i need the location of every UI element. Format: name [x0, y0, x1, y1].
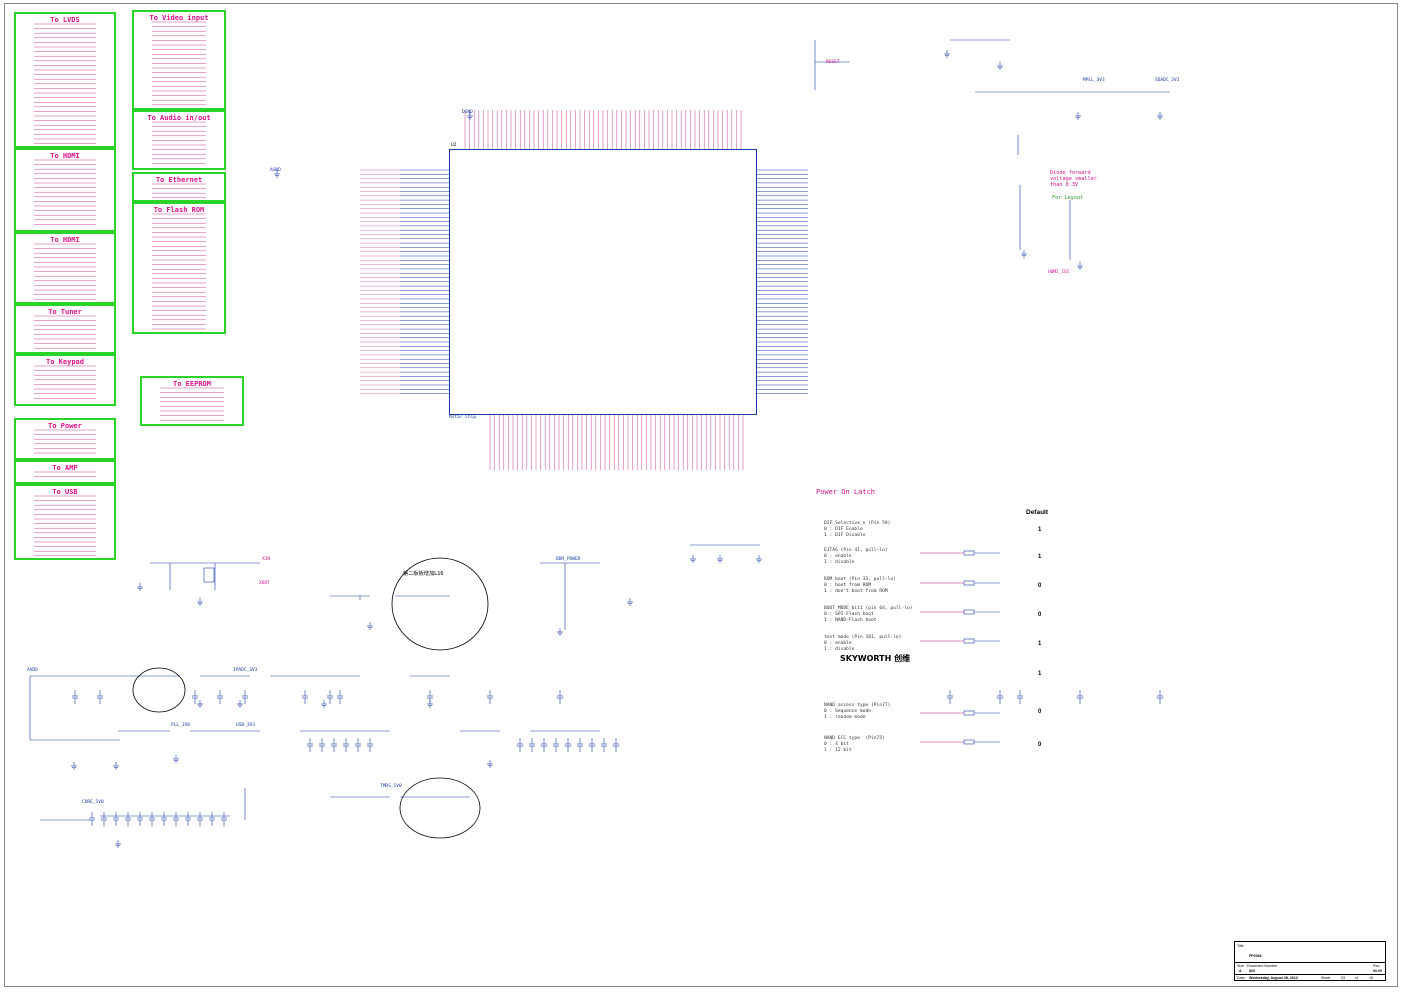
box-to-eeprom: To EEPROM: [140, 376, 244, 426]
net-pll-1v0: PLL_1V0: [171, 723, 190, 728]
net-core-1v0: CORE_1V0: [82, 800, 104, 805]
latch-row-default: 0: [1038, 583, 1042, 589]
rev-label: Rev: [1373, 964, 1380, 968]
box-to-lvds: To LVDS: [14, 12, 116, 148]
of-value: 15: [1369, 976, 1373, 980]
size-value: A: [1239, 969, 1242, 973]
net-xin: XIN: [262, 557, 271, 562]
box-to-flash-rom: To Flash ROM: [132, 202, 226, 334]
latch-row-text: NAND ECC type (Pin75) 0 : 4 bit 1 : 12 b…: [824, 736, 885, 753]
latch-row-default: 1: [1038, 671, 1042, 677]
box-title: To HDMI: [50, 236, 80, 244]
box-to-usb: To USB: [14, 484, 116, 560]
box-title: To Tuner: [48, 308, 82, 316]
net-hdmi-cec: HDMI_CEC: [1048, 270, 1070, 275]
box-title: To LVDS: [50, 16, 80, 24]
box-title: To HDMI: [50, 152, 80, 160]
latch-title: Power On Latch: [816, 488, 876, 496]
for-layout-note: For Layout: [1052, 195, 1084, 201]
latch-row-default: 1: [1038, 527, 1042, 533]
sheet-label: Sheet: [1321, 976, 1331, 980]
net-usb-3v3: USB_3V3: [236, 723, 255, 728]
title-value: FP2066: [1249, 954, 1262, 958]
date-label: Date:: [1237, 976, 1246, 980]
box-title: To USB: [52, 488, 78, 496]
box-title: To Audio in/out: [147, 114, 211, 122]
net-ipadc-3v3: IPADC_3V3: [233, 668, 258, 673]
latch-row-default: 0: [1038, 742, 1042, 748]
chip-refdes: U2: [451, 143, 457, 148]
box-to-amp: To AMP: [14, 460, 116, 484]
box-to-video-input: To Video input: [132, 10, 226, 110]
sheet-value: 03: [1341, 976, 1345, 980]
latch-default-header: Default: [1026, 509, 1049, 516]
latch-row-text: EJTAG (Pin 41, pull-lo) 0 : enable 1 : d…: [824, 548, 888, 565]
box-title: To EEPROM: [173, 380, 211, 388]
sheet-frame: [4, 3, 1398, 987]
doc-value: 820: [1249, 969, 1255, 973]
mstar-chip-symbol: [449, 149, 757, 415]
rev-value: 00.00: [1373, 969, 1382, 973]
net-reset: RESET: [826, 60, 840, 65]
net-agnd: AGND: [270, 168, 281, 173]
net-avdd: AVDD: [27, 668, 38, 673]
box-to-hdmi-2: To HDMI: [14, 232, 116, 304]
box-title: To AMP: [52, 464, 78, 472]
size-label: Size: [1237, 964, 1244, 968]
latch-row-text: DIF_Selective_n (Pin 59) 0 : DIF Enable …: [824, 521, 891, 538]
latch-row-text: test mode (Pin 101, pull-lo) 0 : enable …: [824, 635, 902, 652]
net-tmds-1v0: TMDS_1V0: [380, 784, 402, 789]
box-title: To Video input: [149, 14, 209, 22]
net-sdadc-3v3: SDADC_3V3: [1155, 78, 1180, 83]
doc-label: Document Number: [1247, 964, 1278, 968]
latch-row-default: 1: [1038, 554, 1042, 560]
latch-row-default: 0: [1038, 612, 1042, 618]
net-ddr-power: DDR_POWER: [556, 557, 581, 562]
box-to-audio-inout: To Audio in/out: [132, 110, 226, 170]
net-dgnd: DGND: [462, 110, 473, 115]
net-xout: XOUT: [259, 581, 270, 586]
chip-name: Mstar Chip: [449, 415, 477, 420]
chinese-note: 第二板板增加L16: [403, 571, 444, 577]
box-title: To Ethernet: [155, 176, 203, 184]
latch-row-text: ROM boot (Pin 33, pull-lo) 0 : boot from…: [824, 577, 896, 594]
box-title: To Power: [48, 422, 82, 430]
latch-row-text: BOOT_MODE_bit1 (pin 64, pull-lo) 0 : SPI…: [824, 606, 913, 623]
date-value: Wednesday, August 08, 2012: [1249, 976, 1298, 980]
of-label: of: [1355, 976, 1358, 980]
box-to-hdmi-1: To HDMI: [14, 148, 116, 232]
latch-row-default: 1: [1038, 641, 1042, 647]
box-title: To Flash ROM: [153, 206, 205, 214]
box-to-power: To Power: [14, 418, 116, 460]
box-title: To Keypad: [46, 358, 84, 366]
title-block: Title FP2066 Size A Document Number 820 …: [1234, 941, 1386, 981]
net-mpll-3v3: MPLL_3V3: [1083, 78, 1105, 83]
latch-row-text: NAND access type (Pin77) 0 : Sequence mo…: [824, 703, 891, 720]
box-to-tuner: To Tuner: [14, 304, 116, 354]
diode-note: Diode forward voltage smaller than 0.3V: [1050, 170, 1097, 188]
title-label: Title: [1237, 944, 1244, 948]
box-to-ethernet: To Ethernet: [132, 172, 226, 202]
box-to-keypad: To Keypad: [14, 354, 116, 406]
latch-row-default: 0: [1038, 709, 1042, 715]
brand-label: SKYWORTH 创维: [840, 654, 911, 663]
